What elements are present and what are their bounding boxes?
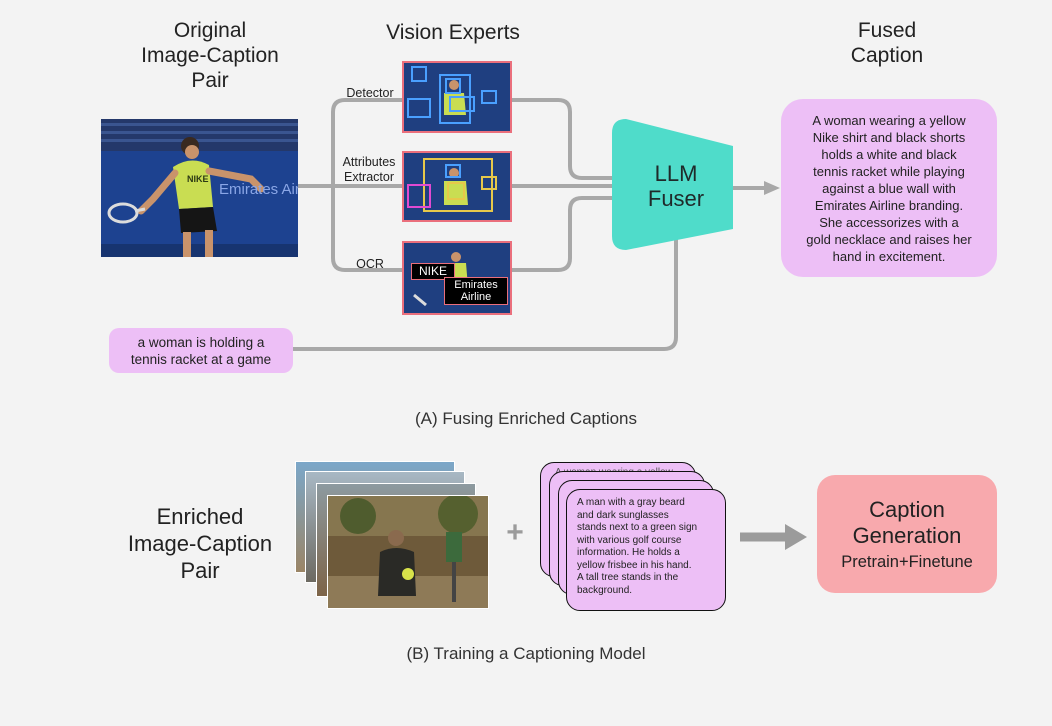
attributes-thumbnail xyxy=(402,151,512,222)
training-arrowhead xyxy=(785,524,807,550)
ocr-tag-emirates: Emirates Airline xyxy=(444,277,508,305)
stack-photo-front xyxy=(327,495,489,609)
svg-text:Emirates Airline: Emirates Airline xyxy=(219,181,298,198)
section-b-caption: (B) Training a Captioning Model xyxy=(406,644,646,663)
vision-experts-heading: Vision Experts xyxy=(386,21,520,44)
fused-caption-box: A woman wearing a yellow Nike shirt and … xyxy=(781,99,997,277)
caption-generation-title: Caption Generation xyxy=(852,497,962,548)
ocr-tag-nike: NIKE xyxy=(411,263,455,280)
tennis-photo-illustration: NIKE Emirates Airline xyxy=(101,119,298,257)
detector-boxes xyxy=(404,63,510,131)
enriched-pair-heading: Enriched Image-Caption Pair xyxy=(127,504,273,583)
detector-thumbnail xyxy=(402,61,512,133)
caption-to-fuser-line xyxy=(292,238,678,351)
stack-card-front: A man with a gray beard and dark sunglas… xyxy=(566,489,726,611)
original-pair-heading: Original Image-Caption Pair xyxy=(141,19,279,92)
golfer-photo-illustration xyxy=(328,496,488,608)
photo-stack xyxy=(295,461,495,611)
tennis-photo: NIKE Emirates Airline xyxy=(101,119,298,257)
llm-fuser-shape xyxy=(612,119,733,250)
plus-sign: + xyxy=(506,516,524,549)
fuser-output-arrowhead xyxy=(764,181,780,195)
detector-label: Detector xyxy=(346,86,394,100)
ocr-thumbnail: NIKE Emirates Airline xyxy=(402,241,512,315)
attribute-boxes xyxy=(404,153,510,220)
section-a-caption: (A) Fusing Enriched Captions xyxy=(414,409,638,428)
split-vertical-line xyxy=(331,98,402,272)
ocr-label: OCR xyxy=(356,257,384,271)
svg-text:NIKE: NIKE xyxy=(187,174,209,184)
caption-generation-box: Caption Generation Pretrain+Finetune xyxy=(817,475,997,593)
llm-fuser-label: LLM Fuser xyxy=(647,161,705,211)
input-caption-box: a woman is holding a tennis racket at a … xyxy=(109,328,293,373)
fused-caption-heading: Fused Caption xyxy=(850,19,924,67)
attributes-extractor-label: Attributes Extractor xyxy=(342,155,396,184)
ocr-to-fuser-line xyxy=(512,196,612,272)
caption-stack: A woman wearing a yellow A man with a gr… xyxy=(540,462,730,612)
detector-to-fuser-line xyxy=(512,98,612,180)
caption-generation-subtitle: Pretrain+Finetune xyxy=(841,553,973,571)
